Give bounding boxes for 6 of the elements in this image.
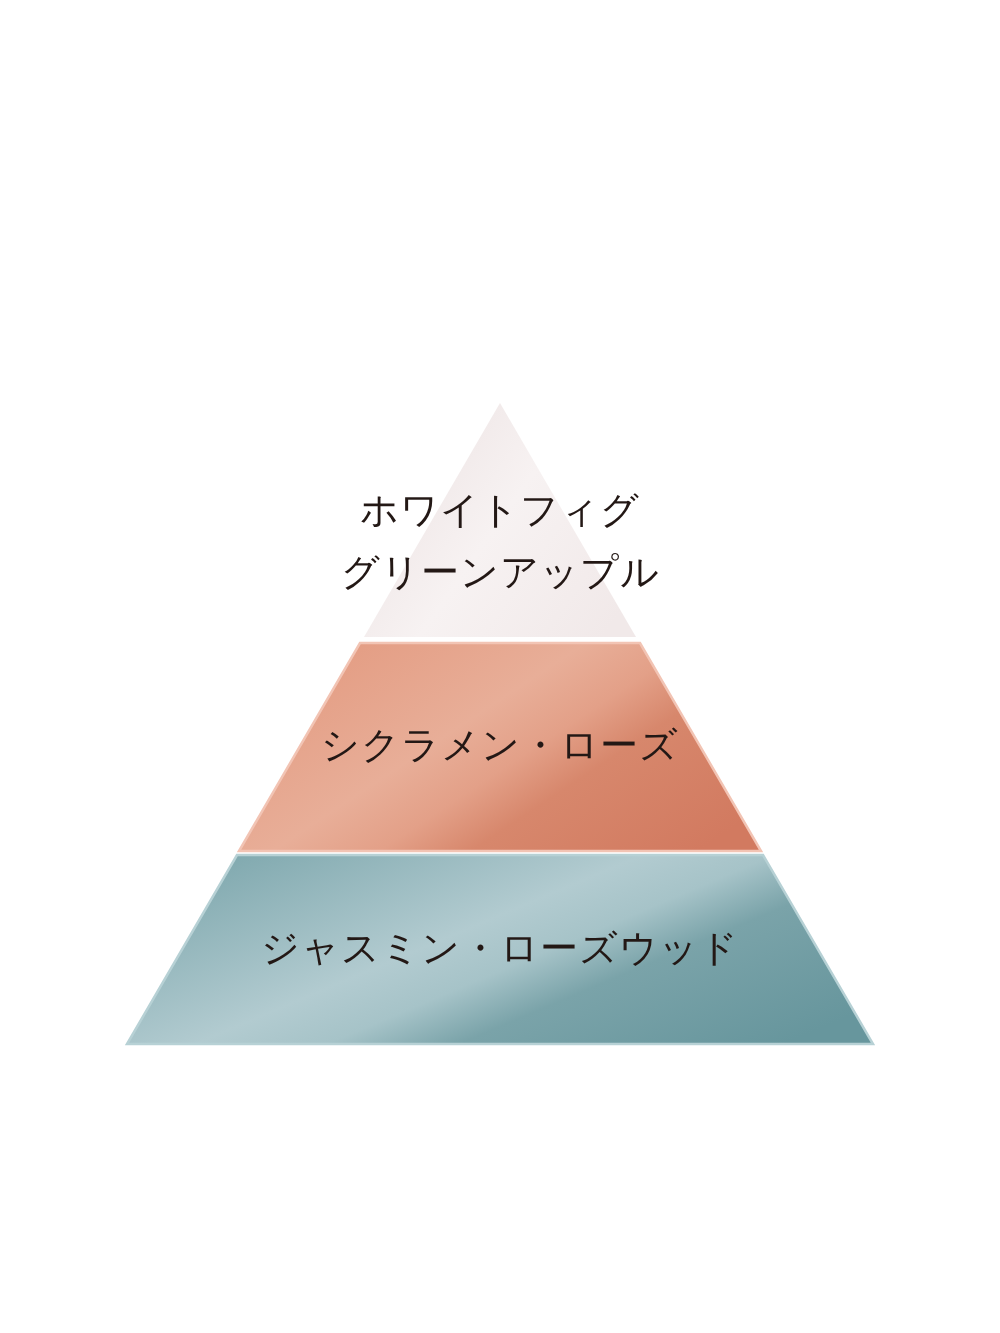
pyramid-base-tier <box>127 855 873 1044</box>
note-text: グリーンアップル <box>340 549 660 596</box>
pyramid-middle-tier <box>239 643 761 851</box>
note-text: シクラメン・ローズ <box>321 722 679 769</box>
note-text: ジャスミン・ローズウッド <box>261 925 739 972</box>
note-text: ホワイトフィグ <box>360 487 640 534</box>
